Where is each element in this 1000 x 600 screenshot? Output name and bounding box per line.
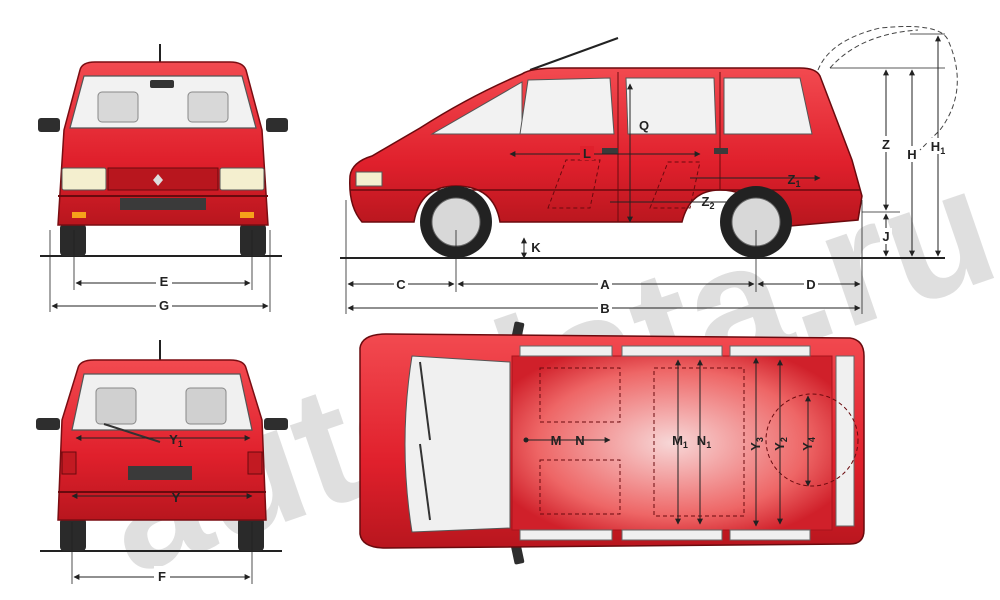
side-headlight xyxy=(355,171,383,187)
top-window-strip-3 xyxy=(729,345,811,357)
rear-tail-light-right xyxy=(247,451,263,475)
top-dim-n-label: N xyxy=(575,433,584,448)
side-dim-z-bg xyxy=(879,136,893,152)
side-dim-z2-label: Z2 xyxy=(702,194,715,211)
rear-dim-y1-label: Y1 xyxy=(169,432,183,449)
top-view: M N M1 N1 Y3 Y2 Y4 xyxy=(359,321,865,565)
side-dim-z1-label: Z1 xyxy=(788,172,801,189)
side-dim-d-label: D xyxy=(806,277,815,292)
rear-dim-f-bg xyxy=(154,566,170,582)
front-plate xyxy=(120,198,206,210)
side-dim-d-bg xyxy=(804,276,818,290)
rear-seat-left xyxy=(95,387,137,425)
side-window-front xyxy=(519,77,615,135)
top-rear-window xyxy=(835,355,855,527)
front-dim-g-bg xyxy=(156,296,172,312)
top-windscreen xyxy=(404,355,511,533)
side-dim-a-bg xyxy=(598,276,612,290)
side-dim-l-label: L xyxy=(583,146,591,161)
side-seat-outline-rear xyxy=(649,161,701,209)
front-right-tire xyxy=(240,224,266,256)
top-seat-front-right xyxy=(539,459,621,515)
side-dim-h1-label: H1 xyxy=(931,139,945,156)
side-dim-c-bg xyxy=(394,276,408,290)
side-dim-c-label: C xyxy=(396,277,406,292)
front-logo-badge xyxy=(153,174,163,186)
front-headlight-left xyxy=(61,167,107,191)
side-dim-z-label: Z xyxy=(882,137,890,152)
side-seat-outline-front xyxy=(547,159,601,209)
rear-mirror-left xyxy=(36,418,60,430)
side-dim-j-label: J xyxy=(882,229,889,244)
front-dim-e-label: E xyxy=(160,274,169,289)
rear-seat-right xyxy=(185,387,227,425)
top-spare-circle xyxy=(765,393,859,487)
top-window-strip-2 xyxy=(621,345,723,357)
top-dim-m1-label: M1 xyxy=(672,433,688,450)
top-seat-front-left xyxy=(539,367,621,423)
top-wiper-2 xyxy=(419,443,431,521)
rear-view: Y1 Y F xyxy=(36,340,288,584)
side-dim-h-bg xyxy=(905,146,919,162)
top-dim-mn-origin xyxy=(523,437,529,443)
front-left-tire xyxy=(60,224,86,256)
front-indicator-left xyxy=(72,212,86,218)
side-dim-b-bg xyxy=(598,300,612,314)
side-tailgate-open xyxy=(817,26,958,151)
front-view: E G xyxy=(38,44,288,313)
top-wiper-1 xyxy=(419,361,431,441)
front-dim-g-label: G xyxy=(159,298,169,313)
front-grille xyxy=(107,167,219,191)
top-dim-y3-label: Y3 xyxy=(748,437,765,451)
side-dim-l-bg xyxy=(580,146,594,160)
side-dim-b-label: B xyxy=(600,301,609,316)
front-seat-left xyxy=(97,91,139,123)
front-indicator-right xyxy=(240,212,254,218)
side-door-handle-rear xyxy=(714,148,728,154)
top-dim-y2-label: Y2 xyxy=(772,437,789,451)
top-window-strip-6 xyxy=(729,529,811,541)
top-dim-n1-label: N1 xyxy=(697,433,711,450)
side-door-handle-front xyxy=(602,148,618,154)
front-seat-right xyxy=(187,91,229,123)
top-dim-m-label: M xyxy=(551,433,562,448)
top-dim-y4-label: Y4 xyxy=(800,437,817,451)
top-window-strip-5 xyxy=(621,529,723,541)
side-dim-h1-bg xyxy=(928,138,948,154)
top-window-strip-4 xyxy=(519,529,613,541)
side-antenna xyxy=(529,37,619,71)
side-window-rear xyxy=(723,77,813,135)
side-dim-k-label: K xyxy=(531,240,541,255)
rear-dim-y-label: Y xyxy=(172,490,181,505)
rear-left-tire xyxy=(60,518,86,551)
side-dim-j-bg xyxy=(880,228,892,244)
top-window-strip-1 xyxy=(519,345,613,357)
front-mirror-left xyxy=(38,118,60,132)
side-dim-h-label: H xyxy=(907,147,916,162)
side-view: L Q Z1 Z2 K C A D B xyxy=(340,26,958,316)
front-mirror-inner xyxy=(150,80,174,88)
rear-mirror-right xyxy=(264,418,288,430)
rear-dim-f-label: F xyxy=(158,569,166,584)
front-mirror-right xyxy=(266,118,288,132)
front-dim-e-bg xyxy=(156,272,172,288)
rear-right-tire xyxy=(238,518,264,551)
side-dim-a-label: A xyxy=(600,277,610,292)
side-tailgate-open-inner xyxy=(829,29,919,69)
front-headlight-right xyxy=(219,167,265,191)
rear-tail-light-left xyxy=(61,451,77,475)
side-windscreen xyxy=(430,81,523,135)
side-dim-q-label: Q xyxy=(639,118,649,133)
rear-plate xyxy=(128,466,192,480)
